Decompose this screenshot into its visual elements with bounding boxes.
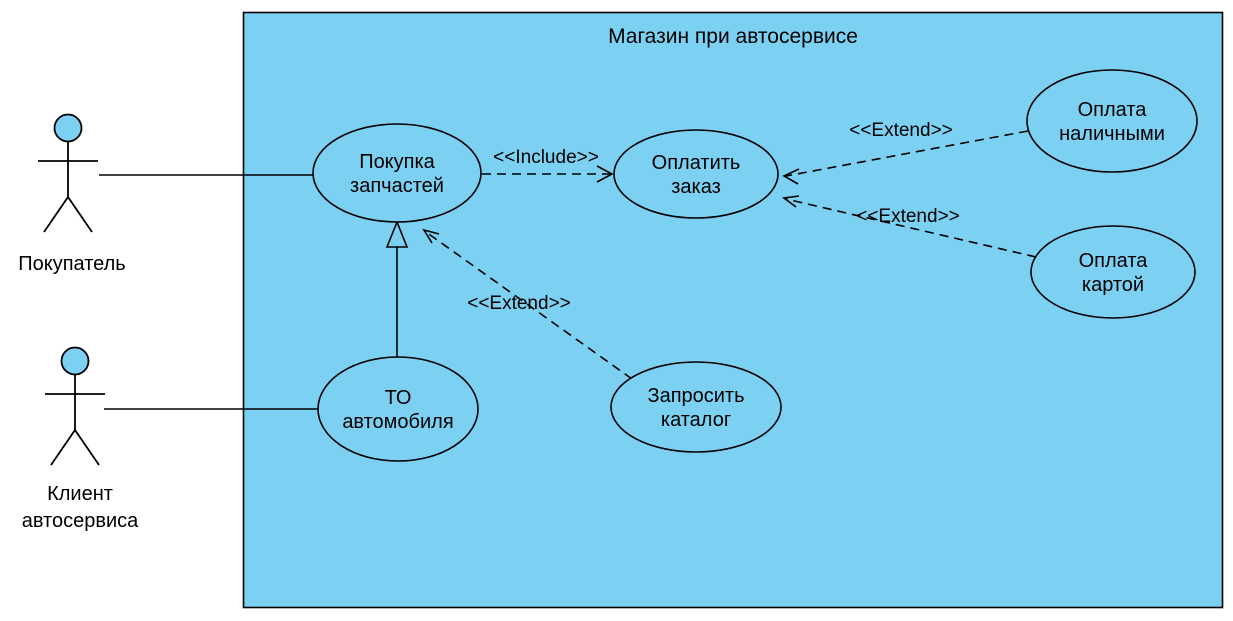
usecase-car-maintenance-label-line1: ТО bbox=[385, 387, 412, 409]
extend-catalog-dashed-line bbox=[425, 231, 633, 380]
usecase-buy-parts-label-line1: Покупка bbox=[359, 151, 435, 173]
extend-card-dashed-line bbox=[785, 198, 1037, 258]
usecase-pay-cash-ellipse bbox=[1026, 69, 1198, 173]
actor-service-client-leg-right bbox=[74, 429, 100, 466]
usecase-pay-order: Оплатить заказ bbox=[613, 129, 779, 219]
usecase-car-maintenance-ellipse bbox=[317, 356, 479, 462]
usecase-request-catalog-label-line2: каталог bbox=[661, 409, 731, 431]
usecase-buy-parts: Покупка запчастей bbox=[312, 123, 482, 223]
usecase-pay-order-ellipse bbox=[613, 129, 779, 219]
actor-buyer: Покупатель bbox=[18, 113, 126, 275]
generalization-arrowhead-icon bbox=[385, 219, 409, 248]
usecase-car-maintenance: ТО автомобиля bbox=[317, 356, 479, 462]
usecase-pay-card: Оплата картой bbox=[1030, 225, 1196, 319]
extend-card-arrowhead-icon bbox=[781, 195, 800, 208]
usecase-request-catalog-ellipse bbox=[610, 361, 782, 453]
actor-buyer-head-icon bbox=[53, 113, 83, 143]
usecase-pay-cash-label-line2: наличными bbox=[1059, 123, 1165, 145]
extend-cash-dashed-line bbox=[785, 130, 1029, 177]
actor-buyer-label: Покупатель bbox=[18, 253, 125, 275]
actor-buyer-leg-right bbox=[67, 196, 93, 233]
extend-cash-arrowhead-icon bbox=[782, 168, 800, 185]
extend-cash-label: <<Extend>> bbox=[849, 120, 953, 141]
extend-catalog-label: <<Extend>> bbox=[467, 293, 571, 314]
include-label: <<Include>> bbox=[493, 147, 599, 168]
usecase-buy-parts-ellipse bbox=[312, 123, 482, 223]
usecase-request-catalog-label-line1: Запросить bbox=[647, 385, 744, 407]
actor-service-client-label-line2: автосервиса bbox=[22, 510, 139, 532]
actor-service-client-label-line1: Клиент bbox=[47, 483, 113, 505]
usecase-pay-order-label-line2: заказ bbox=[671, 176, 721, 198]
usecase-buy-parts-label-line2: запчастей bbox=[350, 175, 444, 197]
extend-pay-cash-pay-order: <<Extend>> bbox=[782, 120, 1029, 185]
actor-service-client-head-icon bbox=[60, 346, 90, 376]
system-title: Магазин при автосервисе bbox=[608, 25, 858, 48]
usecase-pay-card-label-line1: Оплата bbox=[1079, 250, 1149, 272]
usecase-pay-cash: Оплата наличными bbox=[1026, 69, 1198, 173]
extend-request-catalog-buy-parts: <<Extend>> bbox=[422, 228, 633, 380]
extend-card-label: <<Extend>> bbox=[856, 206, 960, 227]
actor-service-client-leg-left bbox=[50, 429, 76, 466]
actor-service-client: Клиент автосервиса bbox=[22, 346, 139, 532]
usecase-pay-card-ellipse bbox=[1030, 225, 1196, 319]
usecase-request-catalog: Запросить каталог bbox=[610, 361, 782, 453]
extend-pay-card-pay-order: <<Extend>> bbox=[781, 195, 1037, 258]
generalization-car-maintenance-buy-parts bbox=[385, 219, 409, 357]
usecase-car-maintenance-label-line2: автомобиля bbox=[342, 411, 453, 433]
usecase-pay-card-label-line2: картой bbox=[1082, 274, 1144, 296]
include-buy-parts-pay-order: <<Include>> bbox=[482, 147, 614, 183]
include-arrowhead-icon bbox=[596, 165, 614, 183]
usecase-pay-cash-label-line1: Оплата bbox=[1078, 99, 1148, 121]
usecase-pay-order-label-line1: Оплатить bbox=[652, 152, 741, 174]
extend-catalog-arrowhead-icon bbox=[422, 228, 440, 244]
actor-buyer-leg-left bbox=[43, 196, 69, 233]
